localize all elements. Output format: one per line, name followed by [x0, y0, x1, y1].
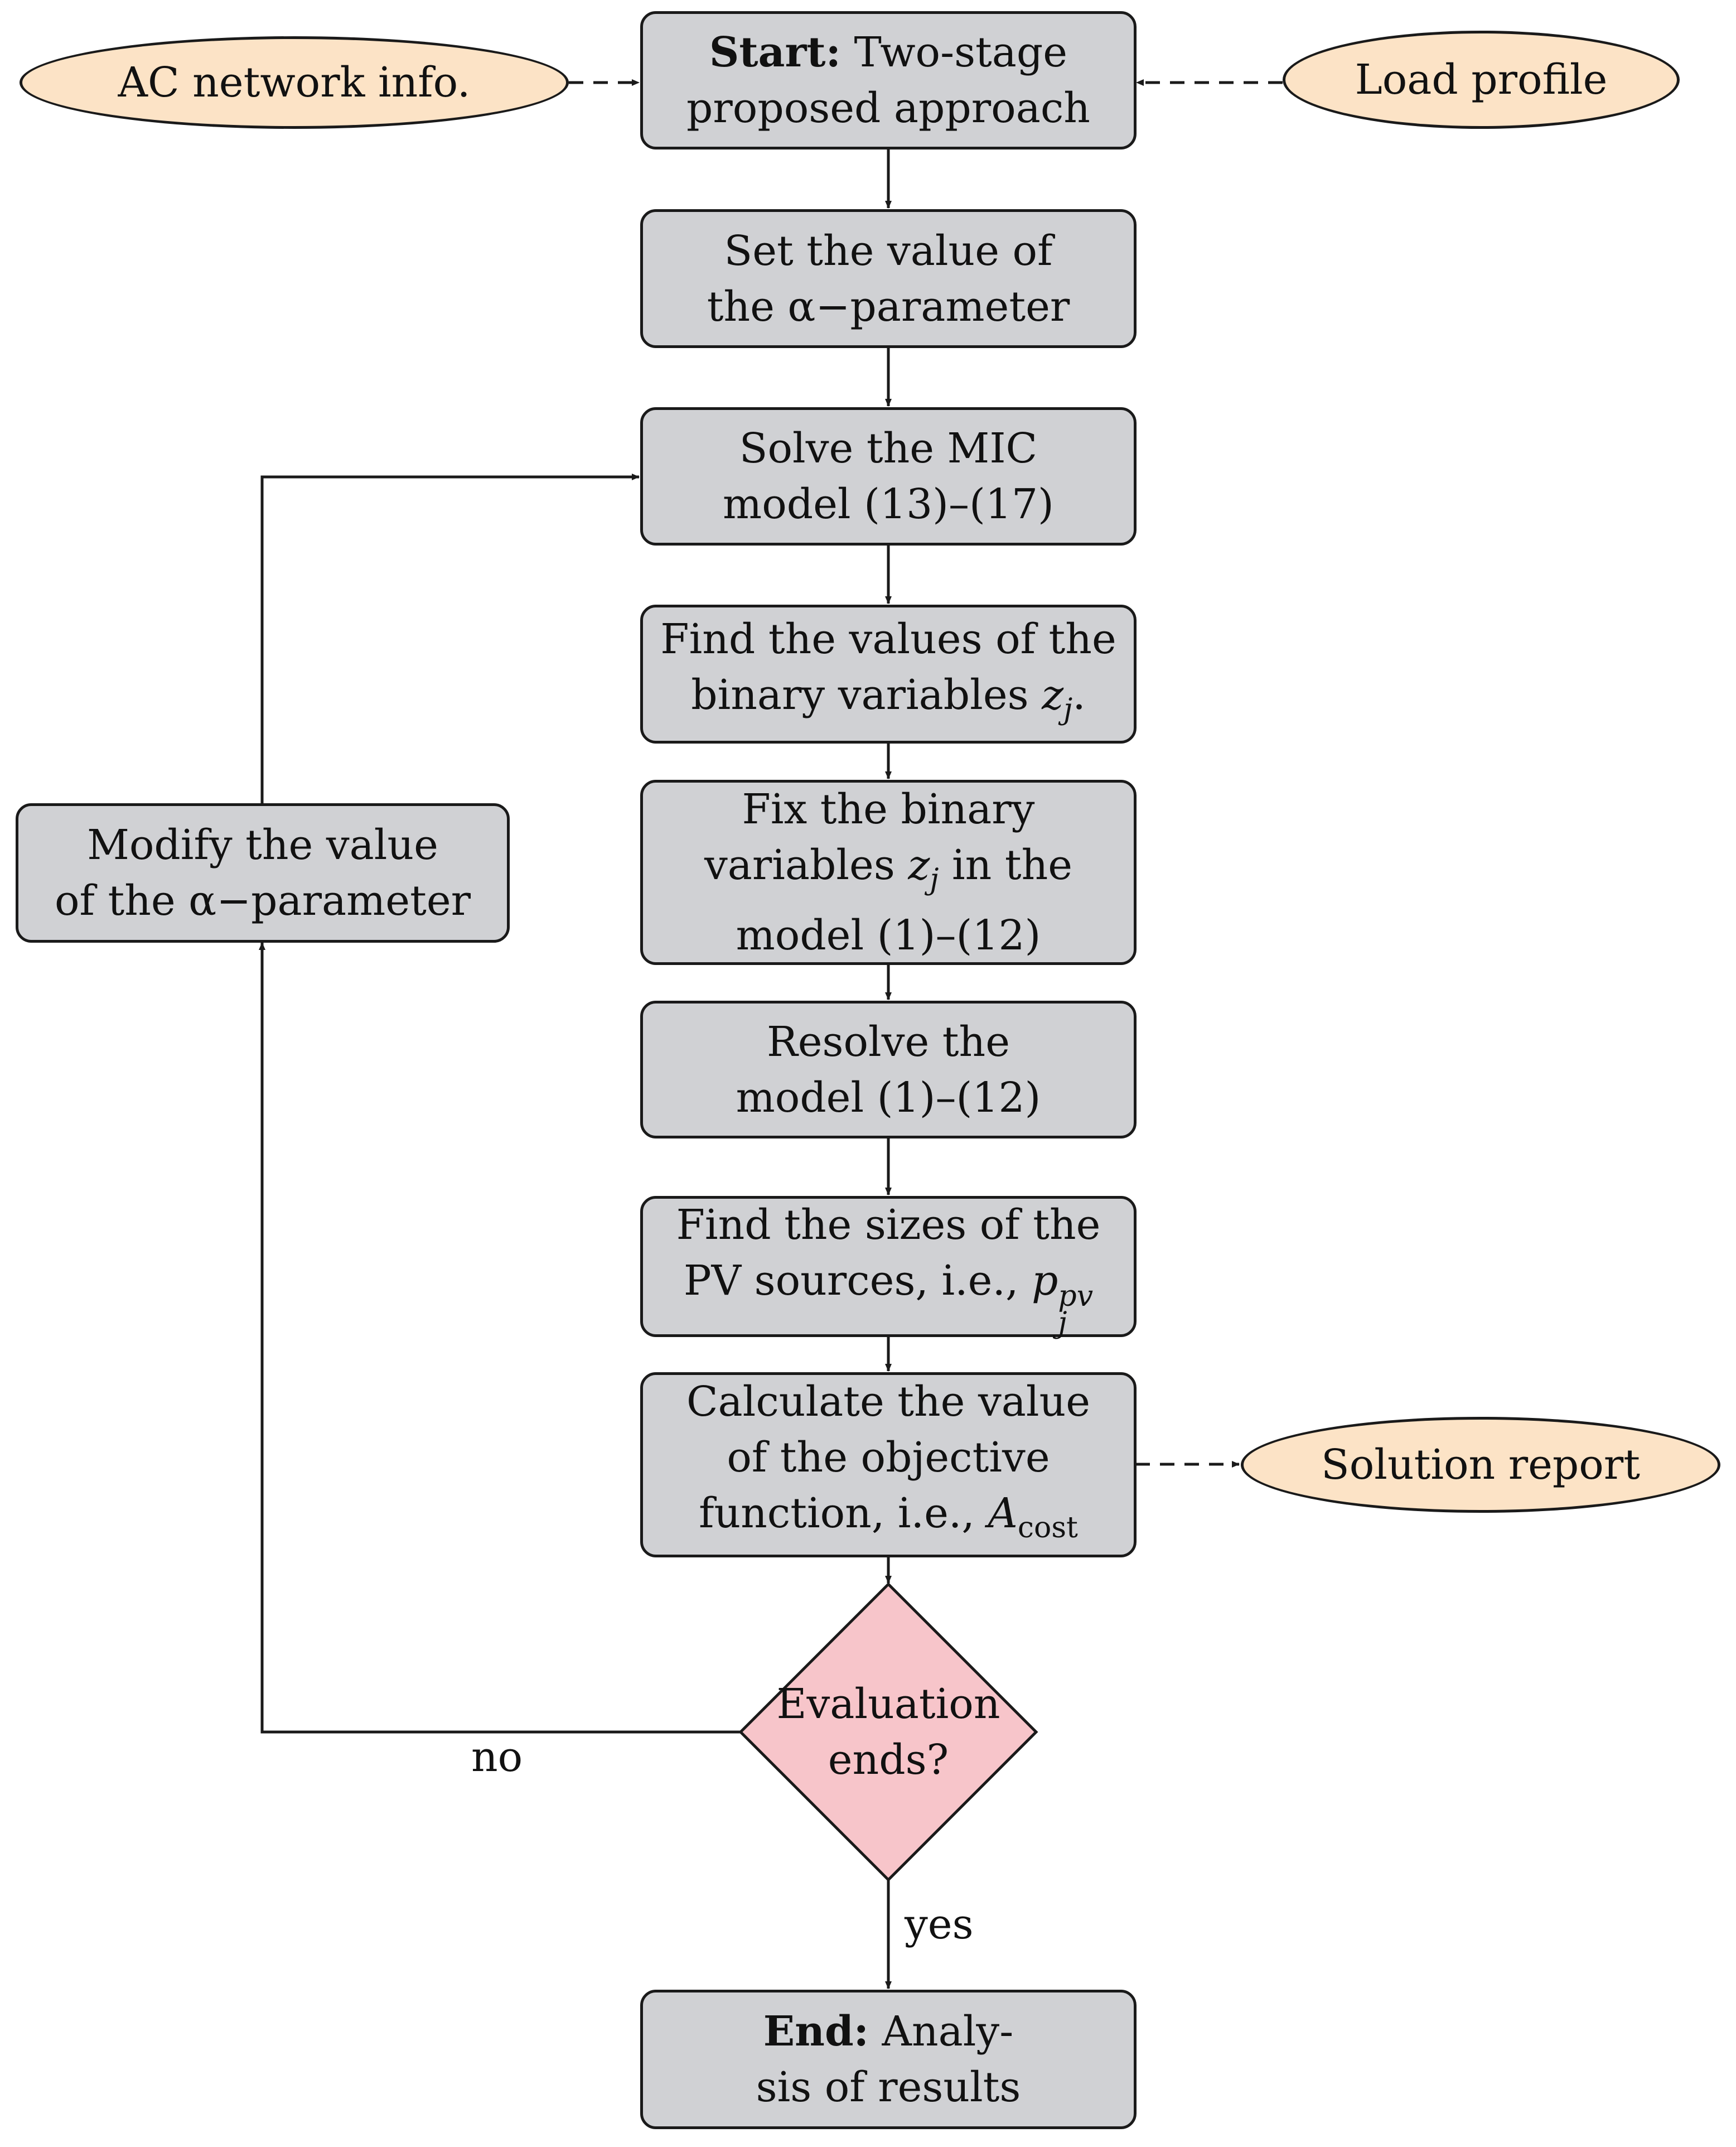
find-binary-line1: Find the values of the — [660, 615, 1116, 663]
calc-obj-line3: function, i.e., — [699, 1489, 975, 1537]
fix-binary-var-sub: j — [930, 863, 939, 896]
decision-text: Evaluation ends? — [776, 1680, 1000, 1784]
calc-obj-var-sub: cost — [1017, 1511, 1078, 1545]
find-sizes-line2: PV sources, i.e., — [683, 1256, 1019, 1305]
edge-label-no: no — [471, 1733, 523, 1781]
start-text: Two-stage proposed approach — [686, 28, 1090, 132]
find-binary-box: Find the values of the binary variables z… — [640, 605, 1137, 744]
find-binary-var-sub: j — [1063, 692, 1073, 726]
calc-obj-var: A — [988, 1489, 1018, 1537]
calc-obj-box: Calculate the value of the objective funct… — [640, 1372, 1137, 1557]
fix-binary-line2b: in the — [952, 841, 1073, 889]
find-binary-var: z — [1042, 670, 1064, 719]
fix-binary-var: z — [908, 841, 930, 889]
resolve-box: Resolve the model (1)–(12) — [640, 1001, 1137, 1138]
solution-report-text: Solution report — [1321, 1441, 1640, 1489]
find-sizes-var-sup: pv — [1058, 1279, 1094, 1313]
find-binary-tail: . — [1072, 670, 1086, 719]
solve-mic-box: Solve the MIC model (13)–(17) — [640, 407, 1137, 546]
edge-label-yes: yes — [905, 1900, 974, 1948]
calc-obj-line1: Calculate the value — [686, 1378, 1091, 1426]
find-binary-line2: binary variables — [691, 670, 1029, 719]
solve-mic-text: Solve the MIC model (13)–(17) — [723, 424, 1054, 528]
calc-obj-line2: of the objective — [727, 1434, 1050, 1482]
end-box: End: Analy-sis of results — [640, 1990, 1137, 2129]
end-line2: sis of results — [756, 2063, 1021, 2111]
arrow-modify-alpha-to-solve-mic — [260, 474, 640, 803]
start-keyword: Start: — [709, 28, 841, 76]
fix-binary-line2a: variables — [704, 841, 895, 889]
arrow-decision-no-to-modify-alpha — [259, 942, 741, 1734]
find-sizes-var-sub: j — [1058, 1306, 1067, 1340]
modify-alpha-box: Modify the value of the α−parameter — [16, 803, 510, 943]
ac-network-text: AC network info. — [118, 59, 471, 107]
end-keyword: End: — [763, 2008, 869, 2056]
start-box: Start: Two-stage proposed approach — [640, 11, 1137, 149]
find-sizes-box: Find the sizes of the PV sources, i.e., p… — [640, 1196, 1137, 1340]
set-alpha-text: Set the value of the α−parameter — [707, 226, 1070, 331]
resolve-text: Resolve the model (1)–(12) — [736, 1017, 1041, 1122]
end-line1: Analy- — [882, 2008, 1014, 2056]
set-alpha-box: Set the value of the α−parameter — [640, 209, 1137, 348]
find-sizes-line1: Find the sizes of the — [676, 1200, 1101, 1249]
find-sizes-var: p — [1032, 1256, 1058, 1305]
fix-binary-line1: Fix the binary — [742, 785, 1035, 833]
ac-network-ellipse: AC network info. — [20, 36, 569, 129]
load-profile-ellipse: Load profile — [1283, 31, 1680, 129]
load-profile-text: Load profile — [1355, 56, 1608, 104]
fix-binary-line3: model (1)–(12) — [736, 911, 1041, 959]
solution-report-ellipse: Solution report — [1241, 1417, 1720, 1513]
modify-alpha-text: Modify the value of the α−parameter — [55, 821, 471, 925]
fix-binary-box: Fix the binary variables zj in the model (… — [640, 780, 1137, 965]
